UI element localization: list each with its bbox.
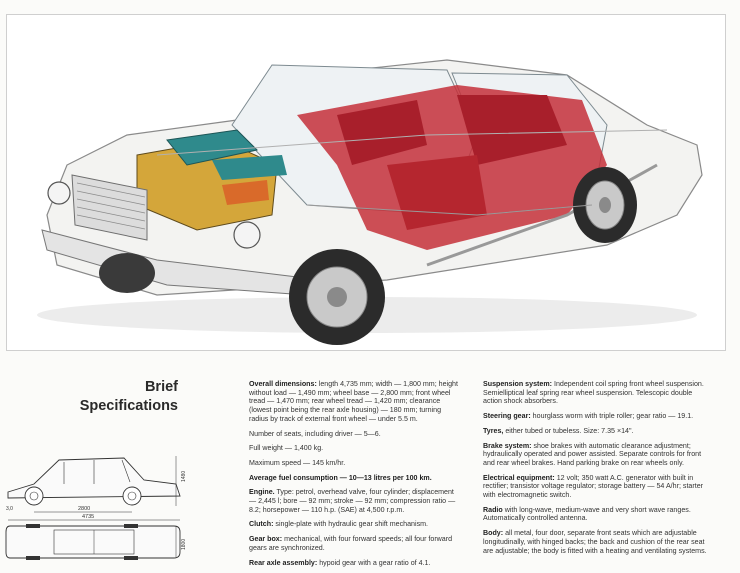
- car-cutaway-image: [37, 59, 703, 345]
- spec-rearaxle: Rear axle assembly: hypoid gear with a g…: [249, 559, 462, 568]
- spec-rearaxle-label: Rear axle assembly:: [249, 558, 318, 567]
- spec-body-text: all metal, four door, separate front sea…: [483, 529, 707, 555]
- spec-tyres: Tyres, either tubed or tubeless. Size: 7…: [483, 427, 708, 436]
- dim-overhang-label: 3,0: [6, 506, 13, 512]
- specifications-heading: Brief Specifications: [60, 378, 178, 416]
- dim-wheelbase-label: 2800: [78, 506, 90, 512]
- car-cutaway-illustration: [6, 14, 726, 351]
- spec-suspension-label: Suspension system:: [483, 380, 552, 388]
- spec-suspension: Suspension system: Independent coil spri…: [483, 380, 708, 406]
- spec-engine: Engine. Type: petrol, overhead valve, fo…: [249, 488, 462, 514]
- spec-engine-text: Type: petrol, overhead valve, four cylin…: [249, 488, 456, 514]
- spec-body-label: Body:: [483, 529, 504, 538]
- spec-steering: Steering gear: hourglass worm with tripl…: [483, 412, 708, 421]
- spec-clutch: Clutch: single-plate with hydraulic gear…: [249, 520, 462, 529]
- spec-radio-text: with long-wave, medium-wave and very sho…: [483, 505, 691, 523]
- dim-track-label: 1470: [5, 563, 6, 564]
- heading-line-1: Brief: [144, 379, 178, 395]
- spec-steering-text: hourglass worm with triple roller; gear …: [530, 412, 694, 421]
- spec-electrical-text: 12 volt; 350 watt A.C. generator with bu…: [483, 473, 704, 500]
- spec-steering-label: Steering gear:: [483, 412, 531, 421]
- spec-gearbox: Gear box: mechanical, with four forward …: [249, 535, 462, 552]
- specs-column-1: Overall dimensions: length 4,735 mm; wid…: [249, 380, 462, 573]
- spec-tyres-text: either tubed or tubeless. Size: 7.35 ×14…: [503, 426, 634, 435]
- dim-width-label: 1800: [181, 539, 187, 550]
- spec-radio-label: Radio: [483, 505, 503, 514]
- spec-dimensions-label: Overall dimensions:: [249, 380, 317, 388]
- spec-gearbox-text: mechanical, with four forward speeds; al…: [249, 535, 453, 552]
- spec-electrical: Electrical equipment: 12 volt; 350 watt …: [483, 474, 708, 500]
- dim-height-label: 1480: [181, 471, 187, 482]
- spec-rearaxle-text: hypoid gear with a gear ratio of 4.1.: [317, 558, 431, 567]
- spec-body: Body: all metal, four door, separate fro…: [483, 529, 708, 555]
- spec-weight: Full weight — 1,400 kg.: [249, 444, 324, 453]
- spec-tyres-label: Tyres,: [483, 426, 504, 435]
- spec-seats: Number of seats, including driver — 5—6.: [249, 429, 381, 438]
- dimension-drawing: 1480 3,0 2800 4735 1800 1470: [4, 452, 190, 564]
- heading-line-2: Specifications: [79, 398, 178, 414]
- spec-gearbox-label: Gear box:: [249, 535, 283, 544]
- spec-electrical-label: Electrical equipment:: [483, 473, 555, 482]
- spec-speed: Maximum speed — 145 km/hr.: [249, 458, 346, 467]
- spec-dimensions: Overall dimensions: length 4,735 mm; wid…: [249, 380, 462, 424]
- spec-radio: Radio with long-wave, medium-wave and ve…: [483, 506, 708, 523]
- spec-brake: Brake system: shoe brakes with automatic…: [483, 442, 708, 468]
- spec-fuel-label: Average fuel consumption — 10—13 litres …: [249, 473, 432, 482]
- dim-length-label: 4735: [82, 514, 94, 520]
- spec-dimensions-text: length 4,735 mm; width — 1,800 mm; heigh…: [249, 380, 458, 423]
- spec-brake-text: shoe brakes with automatic clearance adj…: [483, 441, 702, 467]
- specs-column-2: Suspension system: Independent coil spri…: [483, 380, 708, 561]
- spec-fuel: Average fuel consumption — 10—13 litres …: [249, 474, 462, 483]
- spec-suspension-text: Independent coil spring front wheel susp…: [483, 380, 704, 406]
- spec-brake-label: Brake system:: [483, 441, 532, 450]
- spec-engine-label: Engine.: [249, 488, 275, 497]
- spec-clutch-text: single-plate with hydraulic gear shift m…: [273, 520, 428, 529]
- spec-clutch-label: Clutch:: [249, 520, 274, 529]
